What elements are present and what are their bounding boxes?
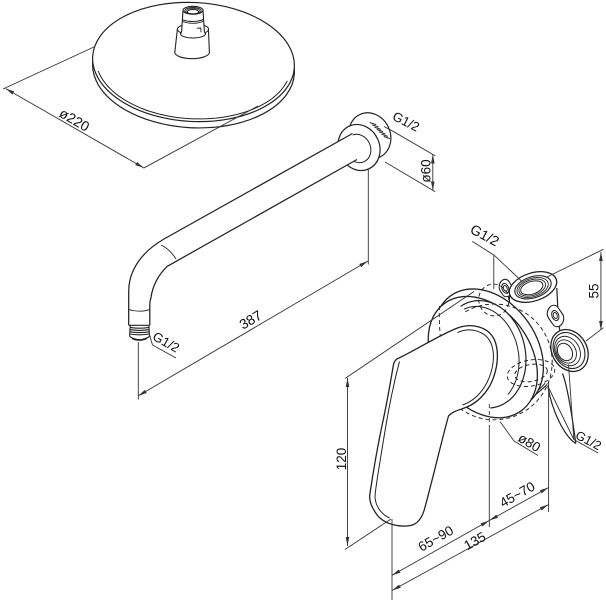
svg-text:ø60: ø60 (419, 159, 434, 182)
svg-text:55: 55 (587, 283, 602, 298)
svg-text:120: 120 (334, 448, 349, 471)
